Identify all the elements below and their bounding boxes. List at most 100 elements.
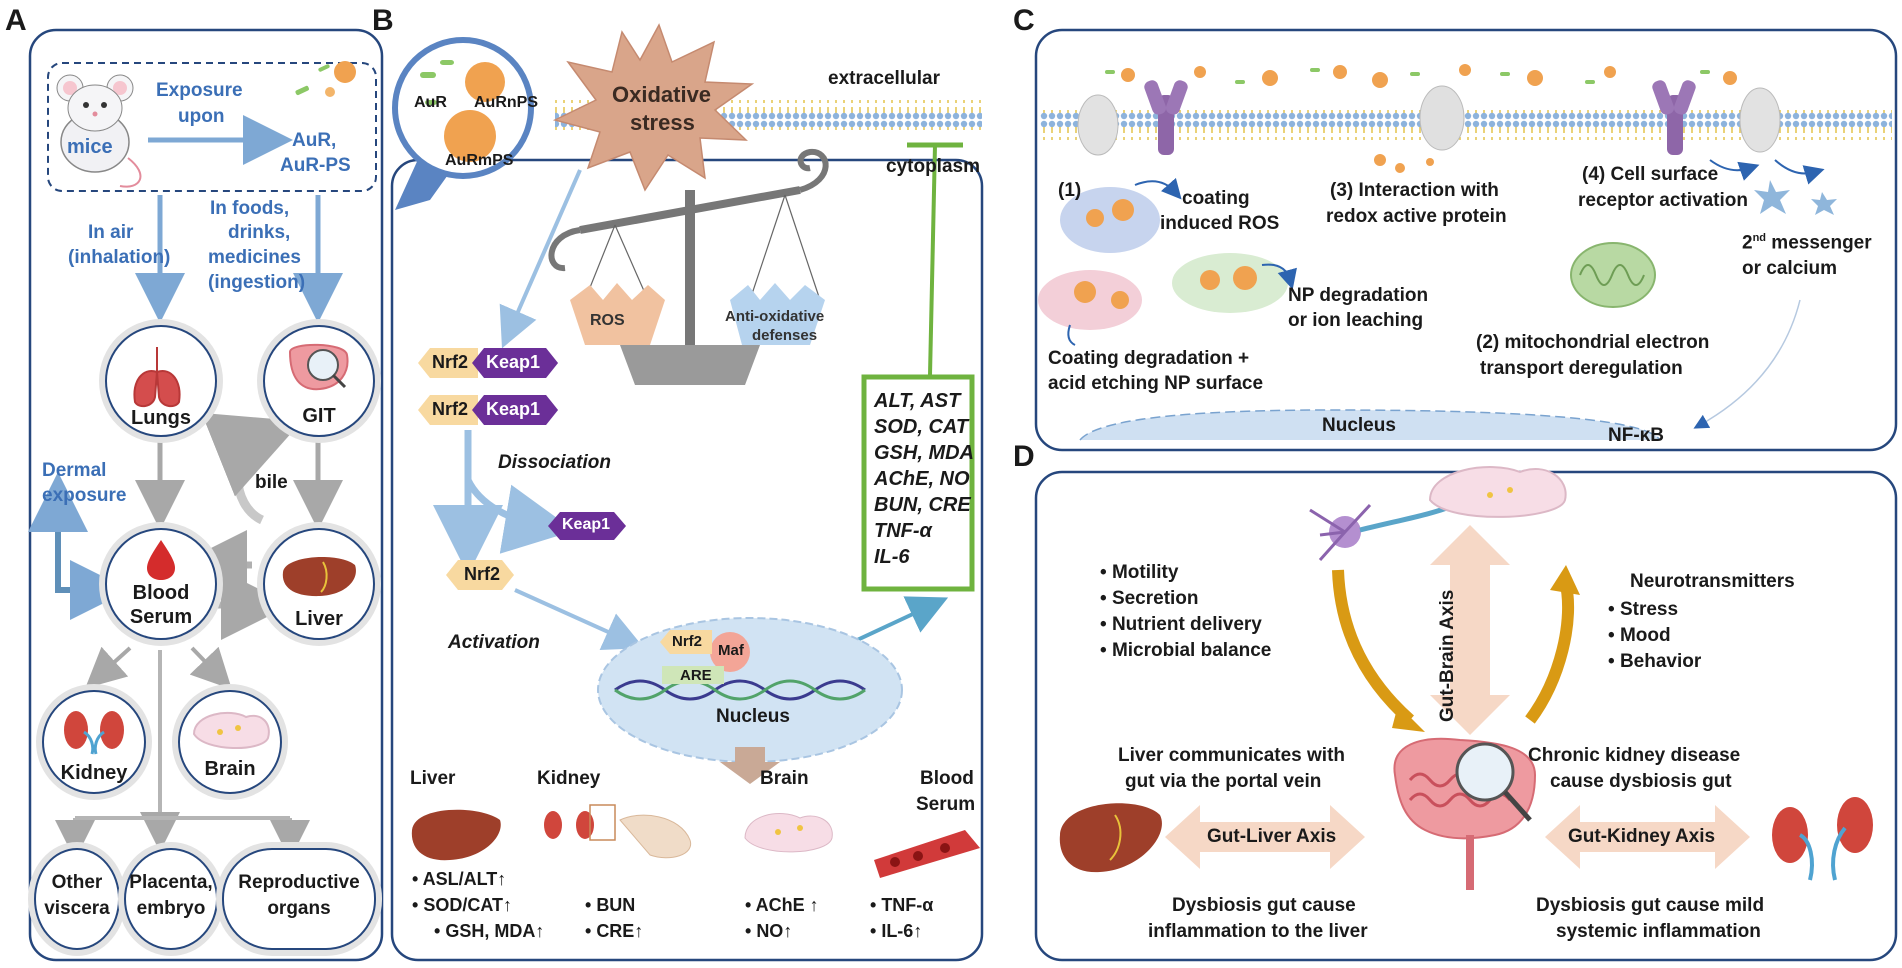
organ-liver-label: Liver: [410, 768, 456, 789]
organ-blood-label-2: Serum: [916, 794, 976, 815]
mouse-icon: [56, 74, 142, 188]
keap1-tag-2: Keap1: [472, 395, 558, 425]
organ-kidney-label: Kidney: [537, 768, 601, 789]
dys-liver-label-2: inflammation to the liver: [1148, 921, 1368, 942]
gut-brain-right-item: Behavior: [1608, 649, 1701, 675]
messenger-text: messenger: [1766, 232, 1872, 254]
biomarker-item: IL-6: [874, 546, 910, 568]
git-icon: [288, 343, 349, 391]
biomarker-item: BUN, CRE: [874, 494, 971, 516]
messenger-prefix: 2: [1742, 232, 1753, 254]
gut-brain-left-item: Microbial balance: [1100, 638, 1271, 664]
lungs-label: Lungs: [131, 407, 191, 429]
kidney-label-a: Kidney: [60, 762, 128, 784]
placenta-circle: Placenta, embryo: [124, 848, 218, 950]
oxidative-stress-burst: [552, 23, 755, 192]
nucleus-c: [1079, 409, 1661, 441]
mito-label-1: (2) mitochondrial electron: [1476, 332, 1710, 353]
biomarker-item: ALT, AST: [874, 390, 961, 412]
kidney-circle: Kidney: [42, 690, 146, 794]
np-label-1: NP degradation: [1288, 285, 1429, 306]
blood-effects-list: TNF-α IL-6↑: [870, 892, 933, 944]
extracellular-label: extracellular: [828, 68, 940, 89]
panel-letter-a: A: [5, 4, 27, 37]
mito-label-2: transport deregulation: [1480, 358, 1683, 379]
cytoplasm-label: cytoplasm: [886, 156, 980, 177]
maf-label: Maf: [718, 642, 744, 659]
git-circle: GIT: [263, 325, 375, 437]
antiox-label-2: defenses: [752, 327, 818, 344]
panel-c-graphics: [1034, 28, 1898, 452]
panel-b-graphics: [390, 23, 984, 962]
gut-icon: [1393, 737, 1537, 890]
kidney-icon-d: [1772, 797, 1873, 881]
lungs-circle: Lungs: [105, 325, 217, 437]
step4-label-2: receptor activation: [1578, 190, 1748, 211]
dys-kidney-label-1: Dysbiosis gut cause mild: [1536, 895, 1765, 916]
aur-label-2: AuR-PS: [280, 155, 351, 176]
brain-icon-d: [1428, 466, 1567, 518]
nrf2-keap1-pair-2: Nrf2 Keap1: [418, 395, 558, 425]
other-viscera-circle: Other viscera: [34, 848, 120, 950]
liver-icon-d: [1059, 803, 1162, 873]
liver-comm-label-1: Liver communicates with: [1118, 745, 1346, 766]
repro-label-1: Reproductive: [238, 872, 360, 893]
blood-effect-item: IL-6↑: [870, 918, 933, 944]
in-air-label-2: (inhalation): [68, 247, 171, 268]
aur-label-1: AuR,: [292, 130, 337, 151]
blood-drop-icon: [147, 540, 175, 580]
antiox-label-1: Anti-oxidative: [725, 308, 825, 325]
biomarker-item: AChE, NO: [874, 468, 970, 490]
brain-effect-item: AChE ↑: [745, 892, 819, 918]
nucleus-b: [597, 617, 903, 763]
gut-brain-left-item: Nutrient delivery: [1100, 612, 1271, 638]
git-label: GIT: [302, 405, 336, 427]
nrf2-tag-2: Nrf2: [418, 395, 479, 425]
in-air-label-1: In air: [88, 222, 134, 243]
activation-label: Activation: [448, 632, 540, 653]
dermal-label-2: exposure: [42, 485, 127, 506]
coating-label-1: Coating degradation +: [1048, 348, 1250, 369]
liver-comm-label-2: gut via the portal vein: [1125, 771, 1322, 792]
keap1-tag-1: Keap1: [472, 348, 558, 378]
gut-brain-left-item: Secretion: [1100, 586, 1271, 612]
ros-ellipse: [1060, 187, 1160, 253]
organ-blood-label-1: Blood: [920, 768, 974, 789]
mice-label: mice: [67, 136, 113, 158]
gut-liver-axis-arrow: [1165, 805, 1365, 869]
reproductive-circle: Reproductive organs: [222, 848, 376, 950]
bile-label: bile: [255, 472, 288, 493]
neurotransmitters-label: Neurotransmitters: [1630, 571, 1795, 592]
step3-label-1: (3) Interaction with: [1330, 180, 1499, 201]
exposure-label-1: Exposure: [156, 80, 243, 101]
liver-effect-item: GSH, MDA↑: [412, 918, 544, 944]
step1-label-1: coating: [1182, 188, 1250, 209]
in-foods-label-1: In foods,: [210, 198, 290, 219]
blood-effect-item: TNF-α: [870, 892, 933, 918]
messenger-label-1: 2nd messenger: [1742, 232, 1872, 254]
step4-label-1: (4) Cell surface: [1582, 164, 1719, 185]
liver-effects-list: ASL/ALT↑ SOD/CAT↑ GSH, MDA↑: [412, 866, 545, 944]
are-label: ARE: [680, 667, 712, 684]
in-foods-label-4: (ingestion): [208, 272, 306, 293]
liver-icon-b: [411, 809, 501, 861]
np-label-2: or ion leaching: [1288, 310, 1424, 331]
nrf2-tag-nucleus: Nrf2: [660, 630, 713, 654]
keap1-tag-3: Keap1: [548, 512, 626, 540]
panel-letter-d: D: [1013, 440, 1035, 473]
dys-liver-label-1: Dysbiosis gut cause: [1172, 895, 1356, 916]
brain-effects-list: AChE ↑ NO↑: [745, 892, 819, 944]
brain-circle: Brain: [178, 690, 282, 794]
gut-brain-left-item: Motility: [1100, 560, 1271, 586]
panel-letter-b: B: [372, 4, 394, 37]
lungs-icon: [133, 347, 181, 408]
dys-kidney-label-2: systemic inflammation: [1556, 921, 1761, 942]
gut-brain-right-list: Stress Mood Behavior: [1608, 597, 1701, 675]
ckd-label-2: cause dysbiosis gut: [1550, 771, 1732, 792]
brain-icon-a: [192, 711, 270, 749]
biomarker-item: SOD, CAT: [874, 416, 969, 438]
panel-letter-c: C: [1013, 4, 1035, 37]
biomarker-item: TNF-α: [874, 520, 932, 542]
other-label-1: Other: [51, 872, 103, 893]
